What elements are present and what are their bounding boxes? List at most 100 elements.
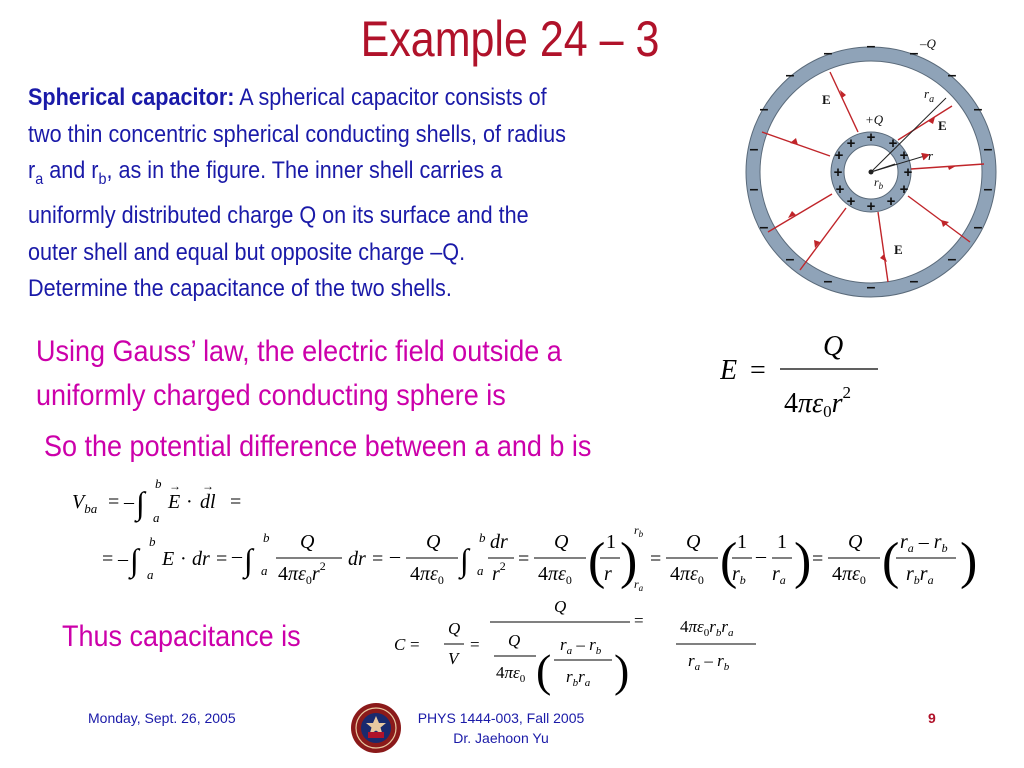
svg-text:–: – <box>760 219 769 236</box>
svg-text:+: + <box>835 147 844 164</box>
svg-text:–: – <box>760 101 769 118</box>
problem-line-3b: and r <box>43 157 99 184</box>
gauss-line-2: uniformly charged conducting sphere is <box>36 379 506 412</box>
svg-text:Q: Q <box>823 331 843 362</box>
svg-text:): ) <box>614 645 629 696</box>
svg-text:=: = <box>410 635 420 654</box>
ra-label: r <box>924 86 930 101</box>
ra-symbol: r <box>28 157 36 184</box>
svg-text:Q: Q <box>426 531 441 553</box>
svg-text:dr: dr <box>490 531 508 553</box>
field-label-1: E <box>822 92 831 107</box>
svg-text:–: – <box>984 141 993 158</box>
negative-charges: ––– ––– ––– ––– ––– ––– <box>750 38 993 296</box>
svg-text:4πε0: 4πε0 <box>496 663 526 685</box>
problem-lead: Spherical capacitor: <box>28 84 235 111</box>
svg-text:a: a <box>153 510 160 525</box>
problem-line-3c: , as in the figure. The inner shell carr… <box>106 157 503 184</box>
svg-text:–: – <box>867 279 876 296</box>
outer-charge-label: –Q <box>919 36 937 51</box>
svg-text:1: 1 <box>737 531 747 553</box>
r-label: r <box>928 148 934 163</box>
svg-text:rb: rb <box>732 563 746 587</box>
svg-text:=: = <box>372 548 383 570</box>
svg-text:rbra: rbra <box>566 667 591 689</box>
svg-text:E: E <box>161 548 174 570</box>
svg-text:1: 1 <box>777 531 787 553</box>
potential-text: So the potential difference between a an… <box>44 430 592 463</box>
svg-text:): ) <box>620 533 637 590</box>
svg-text:=: = <box>102 548 113 570</box>
field-label-2: E <box>938 118 947 133</box>
svg-text:+: + <box>889 135 898 152</box>
svg-text:(: ( <box>536 645 551 696</box>
svg-text:1: 1 <box>606 531 616 553</box>
svg-text:rb: rb <box>634 523 644 539</box>
svg-text:+: + <box>904 164 913 181</box>
svg-text:): ) <box>960 533 977 590</box>
svg-text:+: + <box>836 181 845 198</box>
svg-text:ra – rb: ra – rb <box>688 651 730 673</box>
svg-text:–: – <box>755 545 767 567</box>
svg-text:dl: dl <box>200 491 216 513</box>
outer-shell <box>746 47 996 297</box>
field-lines <box>761 71 985 283</box>
svg-text:–: – <box>948 67 957 84</box>
inner-charge-label: +Q <box>865 112 884 127</box>
svg-text:C: C <box>394 635 406 654</box>
svg-text:): ) <box>794 533 811 590</box>
svg-text:–: – <box>231 545 243 567</box>
svg-text:+: + <box>900 181 909 198</box>
svg-text:r: r <box>604 563 612 585</box>
svg-text:→: → <box>169 479 181 493</box>
svg-text:4πε0rbra: 4πε0rbra <box>680 617 734 639</box>
svg-text:–: – <box>786 67 795 84</box>
rb-label-sub: b <box>879 181 884 191</box>
ra-label-sub: a <box>929 94 934 105</box>
svg-text:E: E <box>167 491 180 513</box>
svg-text:b: b <box>155 476 162 491</box>
footer-date: Monday, Sept. 26, 2005 <box>88 710 236 726</box>
svg-text:=: = <box>216 548 227 570</box>
problem-line-2: two thin concentric spherical conducting… <box>28 120 566 148</box>
positive-charges: +++ +++ +++ +++ <box>834 129 913 215</box>
footer-course-line-1: PHYS 1444-003, Fall 2005 <box>417 710 585 726</box>
spherical-capacitor-figure: +++ +++ +++ +++ ––– ––– ––– ––– ––– ––– … <box>745 36 997 298</box>
svg-text:4πε0: 4πε0 <box>410 563 444 587</box>
svg-text:4πε0: 4πε0 <box>538 563 572 587</box>
problem-line-6: Determine the capacitance of the two she… <box>28 275 452 303</box>
svg-text:=: = <box>634 611 644 630</box>
svg-text:+: + <box>900 147 909 164</box>
rb-label: r <box>874 175 879 189</box>
svg-text:4πε0: 4πε0 <box>832 563 866 587</box>
problem-statement: Spherical capacitor: A spherical capacit… <box>28 80 658 308</box>
svg-text:–: – <box>750 181 759 198</box>
svg-text:ra: ra <box>772 563 786 587</box>
problem-line-1: A spherical capacitor consists of <box>234 84 547 111</box>
svg-text:Q: Q <box>508 631 520 650</box>
svg-text:·: · <box>180 548 187 570</box>
svg-text:ra: ra <box>634 577 644 593</box>
svg-text:rbra: rbra <box>906 563 934 587</box>
capacitance-text: Thus capacitance is <box>62 620 301 653</box>
svg-text:·: · <box>186 491 193 513</box>
svg-text:–: – <box>824 273 833 290</box>
rb-subscript: b <box>98 170 107 188</box>
gauss-text: Using Gauss’ law, the electric field out… <box>36 330 562 418</box>
svg-text:a: a <box>147 567 154 582</box>
footer-page-number: 9 <box>928 710 936 726</box>
svg-text:b: b <box>149 534 156 549</box>
svg-text:–: – <box>948 251 957 268</box>
svg-text:–: – <box>910 45 919 62</box>
svg-text:–: – <box>824 45 833 62</box>
svg-text:–: – <box>117 548 129 570</box>
svg-text:Q: Q <box>448 619 460 638</box>
svg-text:=: = <box>750 355 766 386</box>
svg-text:dr: dr <box>192 548 210 570</box>
svg-text:–: – <box>974 219 983 236</box>
svg-text:–: – <box>974 101 983 118</box>
svg-text:Q: Q <box>686 531 701 553</box>
svg-text:+: + <box>847 193 856 210</box>
field-equation: E = Q 4πε0r2 <box>720 331 878 421</box>
svg-text:ra – rb: ra – rb <box>900 531 948 555</box>
